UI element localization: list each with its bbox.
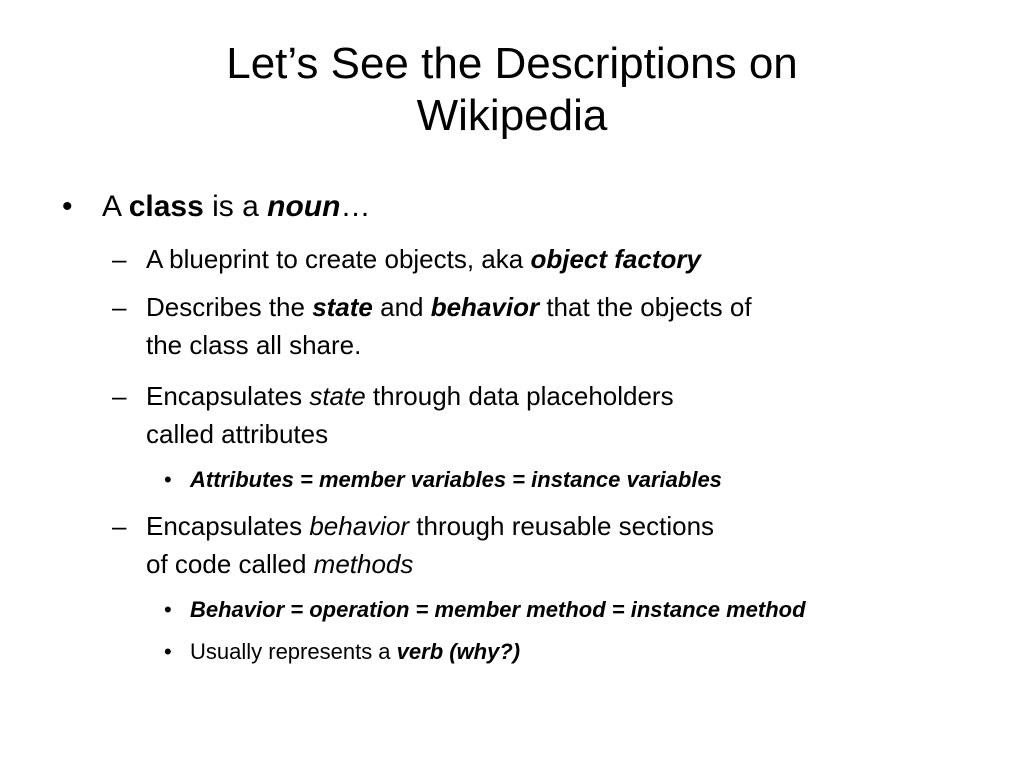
subbullet-text-line-1: Encapsulates state through data placehol… [146, 377, 674, 415]
subsubbullet-usually-verb: • Usually represents a verb (why?) [164, 637, 520, 667]
bullet-marker: • [164, 597, 172, 622]
text-run-italic: state [309, 381, 366, 411]
text-run: of code called [146, 549, 314, 579]
text-run-italic: methods [313, 549, 414, 579]
subbullet-text-line-2: called attributes [146, 419, 329, 449]
text-run: Encapsulates [146, 511, 310, 541]
subbullet-encapsulates-behavior: – Encapsulates behavior through reusable… [112, 507, 714, 583]
subbullet-text: A blueprint to create objects, aka objec… [146, 240, 701, 278]
text-run: Encapsulates [146, 381, 310, 411]
text-run: is a [203, 190, 268, 223]
slide-title-line-2: Wikipedia [416, 91, 608, 140]
text-run: that the objects of [539, 292, 752, 322]
bullet-class-is-noun: • A class is a noun… [62, 188, 370, 226]
subsubbullet-behavior: • Behavior = operation = member method =… [164, 595, 806, 625]
dash-marker: – [112, 292, 127, 322]
text-run: A [102, 190, 129, 223]
text-run-bold-italic: state [312, 292, 373, 322]
slide-title: Let’s See the Descriptions on Wikipedia [60, 38, 964, 142]
subbullet-text-line-2: of code called methods [146, 545, 714, 583]
subsubbullet-attributes: • Attributes = member variables = instan… [164, 465, 722, 495]
text-run-bold-italic: noun [267, 190, 341, 223]
dash-marker: – [112, 511, 127, 541]
text-run-bold-italic: object factory [530, 244, 701, 274]
dash-marker: – [112, 381, 127, 411]
bullet-marker: • [164, 639, 172, 664]
subbullet-text-line-1: Describes the state and behavior that th… [146, 288, 752, 326]
bullet-text: A class is a noun… [102, 188, 370, 226]
bullet-marker: • [164, 467, 172, 492]
slide-title-line-1: Let’s See the Descriptions on [226, 39, 798, 88]
subbullet-text-line-1: Encapsulates behavior through reusable s… [146, 507, 714, 545]
text-run: A blueprint to create objects, aka [146, 244, 531, 274]
text-run-bold-italic: verb (why?) [396, 639, 521, 664]
subsubbullet-text: Usually represents a verb (why?) [190, 637, 520, 667]
text-run: Describes the [146, 292, 313, 322]
subsubbullet-text: Attributes = member variables = instance… [190, 467, 722, 492]
text-run-bold-italic: behavior [430, 292, 540, 322]
text-run: … [340, 190, 371, 223]
text-run: through reusable sections [409, 511, 715, 541]
dash-marker: – [112, 244, 127, 274]
subsubbullet-text: Behavior = operation = member method = i… [190, 597, 806, 622]
subbullet-describes: – Describes the state and behavior that … [112, 288, 752, 364]
text-run: and [372, 292, 431, 322]
text-run: Usually represents a [190, 639, 397, 664]
subbullet-encapsulates-state: – Encapsulates state through data placeh… [112, 377, 674, 453]
text-run: through data placeholders [365, 381, 674, 411]
bullet-marker: • [62, 190, 73, 223]
text-run-bold: class [128, 190, 204, 223]
text-run-italic: behavior [309, 511, 410, 541]
subbullet-text-line-2: the class all share. [146, 330, 362, 360]
subbullet-blueprint: – A blueprint to create objects, aka obj… [112, 240, 701, 278]
